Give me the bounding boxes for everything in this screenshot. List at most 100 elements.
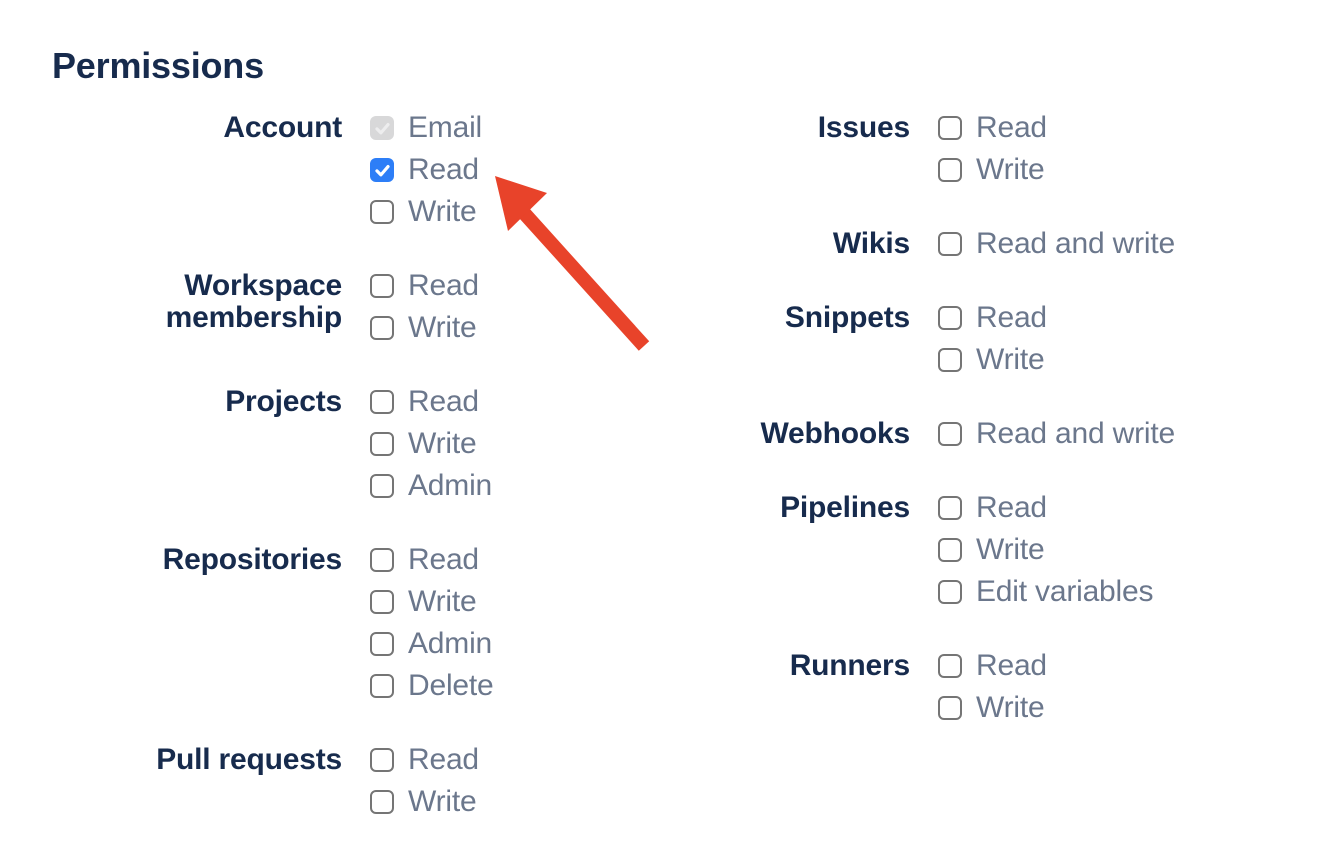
checkbox-projects-admin[interactable] [370,474,394,498]
option-label-read: Read [408,543,479,576]
checkbox-issues-read[interactable] [938,116,962,140]
checkbox-row-repositories-write[interactable]: Write [370,581,494,623]
option-label-read: Read [976,301,1047,334]
group-label-issues: Issues [817,111,910,144]
option-label-delete: Delete [408,669,494,702]
group-label-snippets: Snippets [784,301,910,334]
checkbox-projects-write[interactable] [370,432,394,456]
option-label-write: Write [976,343,1045,376]
permission-group-wikis: Wikis Read and write [660,223,1220,265]
checkbox-row-runners-read[interactable]: Read [938,645,1047,687]
checkbox-account-read[interactable] [370,158,394,182]
option-label-read: Read [976,649,1047,682]
option-label-write: Write [976,533,1045,566]
option-label-read: Read [976,491,1047,524]
option-label-read: Read [408,743,479,776]
checkbox-snippets-read[interactable] [938,306,962,330]
group-label-pipelines: Pipelines [780,491,910,524]
checkbox-repositories-write[interactable] [370,590,394,614]
checkbox-row-pipelines-write[interactable]: Write [938,529,1153,571]
checkbox-row-issues-read[interactable]: Read [938,107,1047,149]
checkbox-row-projects-admin[interactable]: Admin [370,465,492,507]
checkbox-row-repositories-delete[interactable]: Delete [370,665,494,707]
checkbox-webhooks-read-and-write[interactable] [938,422,962,446]
checkbox-pipelines-read[interactable] [938,496,962,520]
checkbox-projects-read[interactable] [370,390,394,414]
checkbox-row-workspace-membership-read[interactable]: Read [370,265,479,307]
checkbox-row-repositories-admin[interactable]: Admin [370,623,494,665]
checkbox-row-projects-write[interactable]: Write [370,423,492,465]
option-label-write: Write [976,153,1045,186]
checkbox-row-issues-write[interactable]: Write [938,149,1047,191]
group-options: Read and write [938,413,1175,455]
checkbox-pull-requests-write[interactable] [370,790,394,814]
check-icon [374,164,390,176]
option-label-read: Read [976,111,1047,144]
option-label-write: Write [408,195,477,228]
checkbox-row-runners-write[interactable]: Write [938,687,1047,729]
checkbox-pull-requests-read[interactable] [370,748,394,772]
checkbox-row-snippets-read[interactable]: Read [938,297,1047,339]
group-label-wikis: Wikis [832,227,910,260]
option-label-write: Write [408,585,477,618]
checkbox-repositories-admin[interactable] [370,632,394,656]
checkbox-account-write[interactable] [370,200,394,224]
group-label-account: Account [223,111,342,144]
checkbox-row-webhooks-read-and-write[interactable]: Read and write [938,413,1175,455]
option-label-write: Write [408,427,477,460]
group-label-workspace-membership: Workspace membership [165,269,343,334]
checkbox-row-snippets-write[interactable]: Write [938,339,1047,381]
option-label-read-and-write: Read and write [976,227,1175,260]
group-options: Read and write [938,223,1175,265]
checkbox-runners-write[interactable] [938,696,962,720]
checkbox-workspace-membership-read[interactable] [370,274,394,298]
checkbox-row-pull-requests-write[interactable]: Write [370,781,479,823]
check-icon [374,122,390,134]
option-label-write: Write [408,311,477,344]
checkbox-row-account-read[interactable]: Read [370,149,482,191]
option-label-read: Read [408,269,479,302]
checkbox-repositories-read[interactable] [370,548,394,572]
checkbox-runners-read[interactable] [938,654,962,678]
checkbox-row-pull-requests-read[interactable]: Read [370,739,479,781]
checkbox-row-pipelines-read[interactable]: Read [938,487,1153,529]
checkbox-pipelines-edit-variables[interactable] [938,580,962,604]
checkbox-row-repositories-read[interactable]: Read [370,539,494,581]
checkbox-row-workspace-membership-write[interactable]: Write [370,307,479,349]
permissions-heading: Permissions [52,45,264,86]
option-label-read-and-write: Read and write [976,417,1175,450]
checkbox-pipelines-write[interactable] [938,538,962,562]
checkbox-snippets-write[interactable] [938,348,962,372]
checkbox-row-wikis-read-and-write[interactable]: Read and write [938,223,1175,265]
checkbox-repositories-delete[interactable] [370,674,394,698]
option-label-email: Email [408,111,483,144]
checkbox-row-projects-read[interactable]: Read [370,381,492,423]
checkbox-row-account-write[interactable]: Write [370,191,482,233]
checkbox-wikis-read-and-write[interactable] [938,232,962,256]
option-label-read: Read [408,385,479,418]
group-label-runners: Runners [789,649,910,682]
checkbox-issues-write[interactable] [938,158,962,182]
checkbox-row-pipelines-edit-variables[interactable]: Edit variables [938,571,1153,613]
checkbox-row-account-email[interactable]: Email [370,107,482,149]
option-label-write: Write [976,691,1045,724]
checkbox-workspace-membership-write[interactable] [370,316,394,340]
